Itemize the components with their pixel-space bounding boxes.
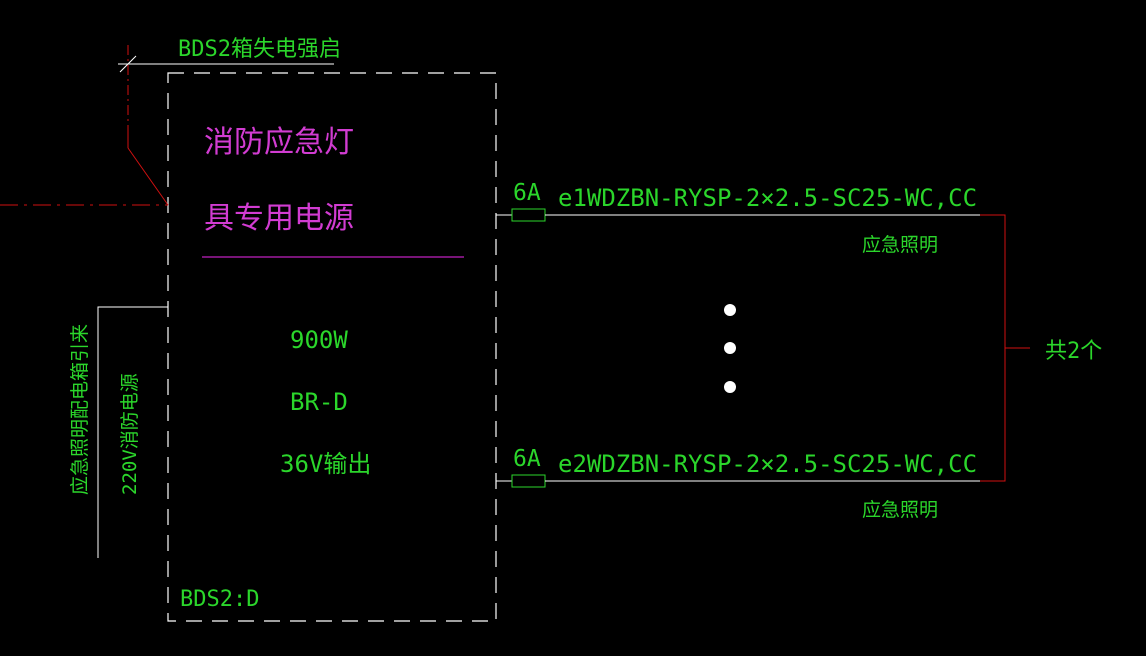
leader-diagonal-line — [127, 147, 169, 206]
circuit2-cable-spec: e2WDZBN-RYSP-2×2.5-SC25-WC,CC — [558, 450, 977, 478]
circuit2-usage: 应急照明 — [862, 499, 938, 521]
power-rating: 900W — [290, 326, 348, 354]
ellipsis-dot — [724, 381, 736, 393]
leader-tick-mark — [119, 55, 137, 73]
distribution-box-frame — [167, 72, 497, 622]
circuit1-breaker-icon — [511, 208, 546, 222]
ellipsis-dot — [724, 342, 736, 354]
vertical-ellipsis-dots-icon — [724, 304, 736, 393]
source-feed-line — [97, 306, 168, 558]
box-code-label: BDS2:D — [180, 587, 259, 612]
output-voltage: 36V输出 — [280, 450, 371, 478]
circuit1-usage: 应急照明 — [862, 234, 938, 256]
circuit2-breaker-rating: 6A — [513, 446, 541, 472]
box-reference-label: BDS2箱失电强启 — [178, 37, 341, 62]
box-title-line1: 消防应急灯 — [204, 125, 354, 160]
source-label-line1: 应急照明配电箱引来 — [69, 324, 91, 495]
model-label: BR-D — [290, 388, 348, 416]
box-title-line2: 具专用电源 — [204, 201, 354, 236]
circuit1-breaker-rating: 6A — [513, 180, 541, 206]
summary-bracket — [980, 214, 1006, 482]
ellipsis-dot — [724, 304, 736, 316]
total-count-label: 共2个 — [1045, 339, 1102, 364]
source-label-line2: 220V消防电源 — [119, 373, 141, 495]
circuit1-cable-spec: e1WDZBN-RYSP-2×2.5-SC25-WC,CC — [558, 184, 977, 212]
circuit2-breaker-icon — [511, 474, 546, 488]
